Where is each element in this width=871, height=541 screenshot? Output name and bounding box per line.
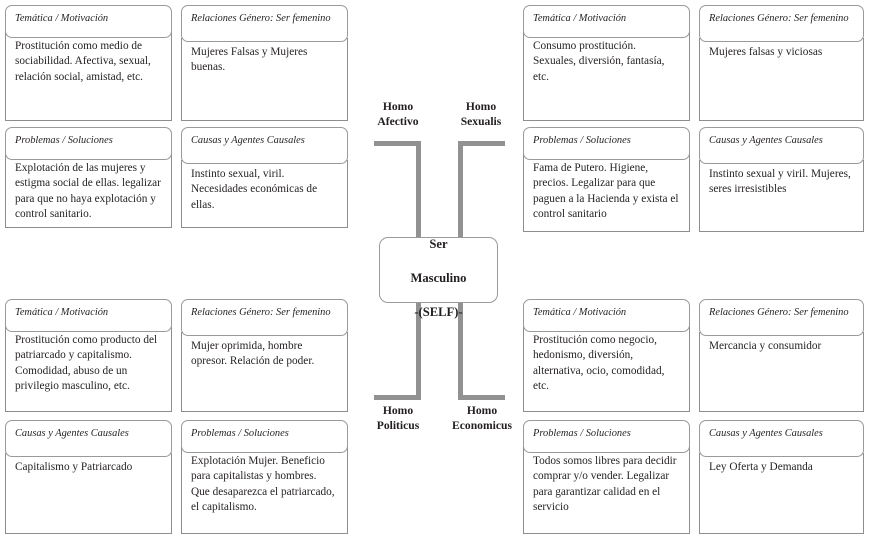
card-tl-causas: Causas y Agentes Causales Instinto sexua… <box>181 127 348 228</box>
card-tl-relaciones: Relaciones Género: Ser femenino Mujeres … <box>181 5 348 121</box>
card-body: Explotación de las mujeres y estigma soc… <box>5 154 172 228</box>
card-br-problemas: Problemas / Soluciones Todos somos libre… <box>523 420 690 534</box>
connector-top-left-vertical <box>416 141 421 241</box>
connector-top-right-horizontal <box>458 141 505 146</box>
card-body: Mercancia y consumidor <box>699 332 864 412</box>
card-header: Problemas / Soluciones <box>5 127 172 160</box>
card-header: Problemas / Soluciones <box>181 420 348 453</box>
card-body: Instinto sexual y viril. Mujeres, seres … <box>699 160 864 232</box>
card-bl-tematica: Temática / Motivación Prostitución como … <box>5 299 172 412</box>
center-node-label: Ser Masculino -(SELF)- <box>411 219 467 321</box>
card-header: Temática / Motivación <box>5 299 172 332</box>
card-body: Mujeres Falsas y Mujeres buenas. <box>181 38 348 121</box>
card-header: Temática / Motivación <box>523 5 690 38</box>
card-header: Relaciones Género: Ser femenino <box>181 5 348 42</box>
card-header: Causas y Agentes Causales <box>699 127 864 164</box>
card-bl-problemas: Problemas / Soluciones Explotación Mujer… <box>181 420 348 534</box>
card-body: Prostitución como negocio, hedonismo, di… <box>523 326 690 412</box>
card-br-tematica: Temática / Motivación Prostitución como … <box>523 299 690 412</box>
card-header: Relaciones Género: Ser femenino <box>699 299 864 336</box>
card-body: Mujer oprimida, hombre opresor. Relación… <box>181 332 348 412</box>
card-header: Problemas / Soluciones <box>523 420 690 453</box>
card-br-causas: Causas y Agentes Causales Ley Oferta y D… <box>699 420 864 534</box>
card-header: Causas y Agentes Causales <box>181 127 348 164</box>
card-body: Todos somos libres para decidir comprar … <box>523 447 690 534</box>
branch-label-homo-economicus: Homo Economicus <box>452 404 512 432</box>
card-header: Relaciones Género: Ser femenino <box>181 299 348 336</box>
center-node-ser-masculino: Ser Masculino -(SELF)- <box>379 237 498 319</box>
card-header: Causas y Agentes Causales <box>699 420 864 457</box>
card-br-relaciones: Relaciones Género: Ser femenino Mercanci… <box>699 299 864 412</box>
center-line-1: Ser <box>429 237 448 251</box>
card-body: Instinto sexual, viril. Necesidades econ… <box>181 160 348 228</box>
card-body: Mujeres falsas y viciosas <box>699 38 864 121</box>
card-tr-relaciones: Relaciones Género: Ser femenino Mujeres … <box>699 5 864 121</box>
center-line-3: -(SELF)- <box>414 305 463 319</box>
card-body: Capitalismo y Patriarcado <box>5 453 172 534</box>
connector-bottom-left-horizontal <box>374 395 421 400</box>
branch-label-homo-sexualis: Homo Sexualis <box>460 100 502 128</box>
connector-bottom-right-vertical <box>458 300 463 400</box>
card-tr-tematica: Temática / Motivación Consumo prostituci… <box>523 5 690 121</box>
connector-top-left-horizontal <box>374 141 421 146</box>
card-header: Problemas / Soluciones <box>523 127 690 160</box>
card-body: Consumo prostitución. Sexuales, diversió… <box>523 32 690 121</box>
card-bl-causas: Causas y Agentes Causales Capitalismo y … <box>5 420 172 534</box>
card-header: Temática / Motivación <box>523 299 690 332</box>
card-body: Explotación Mujer. Beneficio para capita… <box>181 447 348 534</box>
card-tr-causas: Causas y Agentes Causales Instinto sexua… <box>699 127 864 232</box>
card-body: Prostitución como medio de sociabilidad.… <box>5 32 172 121</box>
connector-bottom-right-horizontal <box>458 395 505 400</box>
card-body: Fama de Putero. Higiene, precios. Legali… <box>523 154 690 232</box>
card-body: Prostitución como producto del patriarca… <box>5 326 172 412</box>
card-header: Causas y Agentes Causales <box>5 420 172 457</box>
card-tl-tematica: Temática / Motivación Prostitución como … <box>5 5 172 121</box>
branch-label-homo-afectivo: Homo Afectivo <box>377 100 419 128</box>
card-header: Relaciones Género: Ser femenino <box>699 5 864 42</box>
connector-top-right-vertical <box>458 141 463 241</box>
card-tr-problemas: Problemas / Soluciones Fama de Putero. H… <box>523 127 690 232</box>
card-header: Temática / Motivación <box>5 5 172 38</box>
center-line-2: Masculino <box>410 271 467 285</box>
card-bl-relaciones: Relaciones Género: Ser femenino Mujer op… <box>181 299 348 412</box>
branch-label-homo-politicus: Homo Politicus <box>376 404 420 432</box>
connector-bottom-left-vertical <box>416 300 421 400</box>
card-body: Ley Oferta y Demanda <box>699 453 864 534</box>
card-tl-problemas: Problemas / Soluciones Explotación de la… <box>5 127 172 228</box>
